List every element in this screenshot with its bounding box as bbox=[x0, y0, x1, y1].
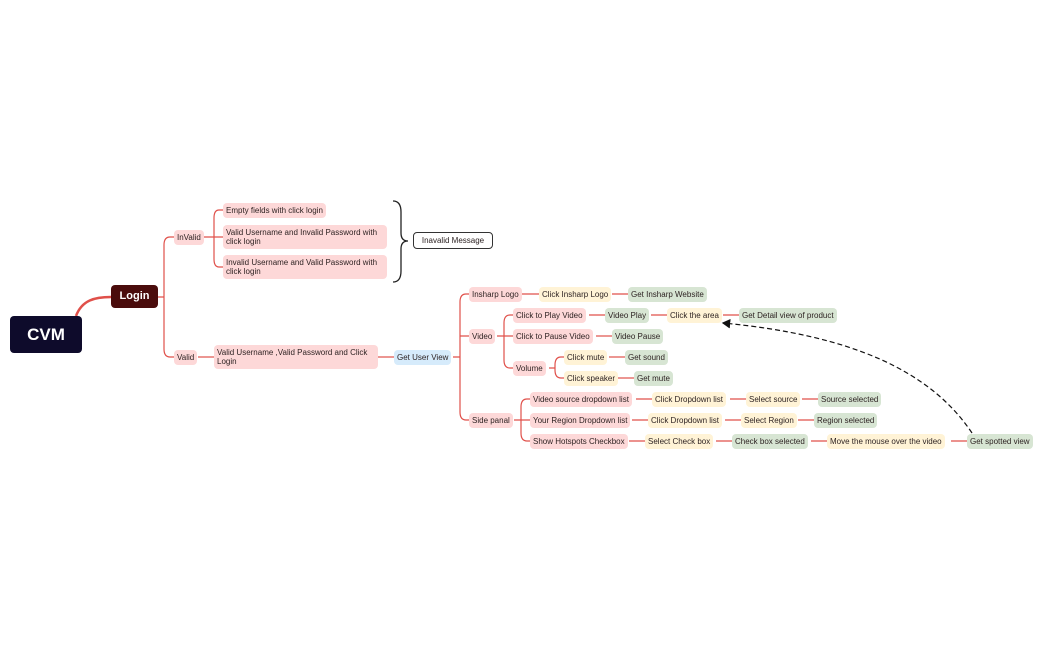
region-dropdown-node[interactable]: Your Region Dropdown list bbox=[530, 413, 631, 428]
video-play-node[interactable]: Video Play bbox=[605, 308, 650, 323]
link-root-login bbox=[74, 295, 112, 317]
link-login-branches bbox=[158, 236, 174, 358]
side-panel-node[interactable]: Side panal bbox=[469, 413, 513, 428]
checkbox-selected-node[interactable]: Check box selected bbox=[732, 434, 808, 449]
get-user-view-node[interactable]: Get User View bbox=[394, 350, 452, 365]
video-node[interactable]: Video bbox=[469, 329, 496, 344]
click-pause-node[interactable]: Click to Pause Video bbox=[513, 329, 593, 344]
invalid-case-password[interactable]: Valid Username and Invalid Password with… bbox=[223, 225, 387, 249]
link-userview-branches bbox=[453, 293, 469, 421]
insharp-logo-node[interactable]: Insharp Logo bbox=[469, 287, 522, 302]
region-click-dropdown-node[interactable]: Click Dropdown list bbox=[648, 413, 723, 428]
get-sound-node[interactable]: Get sound bbox=[625, 350, 668, 365]
volume-node[interactable]: Volume bbox=[513, 361, 546, 376]
select-region-node[interactable]: Select Region bbox=[741, 413, 797, 428]
valid-action-node[interactable]: Valid Username ,Valid Password and Click… bbox=[214, 345, 378, 369]
login-node[interactable]: Login bbox=[111, 285, 158, 308]
click-area-node[interactable]: Click the area bbox=[667, 308, 722, 323]
link-volume-branches bbox=[549, 356, 564, 379]
link-side-branches bbox=[514, 398, 530, 442]
get-spotted-view-node[interactable]: Get spotted view bbox=[967, 434, 1033, 449]
select-source-node[interactable]: Select source bbox=[746, 392, 801, 407]
click-insharp-logo-node[interactable]: Click Insharp Logo bbox=[539, 287, 612, 302]
source-dropdown-node[interactable]: Video source dropdown list bbox=[530, 392, 632, 407]
relationship-arrow bbox=[721, 318, 973, 434]
detail-view-node[interactable]: Get Detail view of product bbox=[739, 308, 837, 323]
click-speaker-node[interactable]: Click speaker bbox=[564, 371, 619, 386]
click-play-node[interactable]: Click to Play Video bbox=[513, 308, 586, 323]
select-checkbox-node[interactable]: Select Check box bbox=[645, 434, 714, 449]
move-mouse-node[interactable]: Move the mouse over the video bbox=[827, 434, 945, 449]
source-selected-node[interactable]: Source selected bbox=[818, 392, 882, 407]
invalid-message-node[interactable]: Inavalid Message bbox=[413, 232, 493, 249]
invalid-case-username[interactable]: Invalid Username and Valid Password with… bbox=[223, 255, 387, 279]
summary-bracket bbox=[392, 200, 409, 283]
link-video-branches bbox=[497, 314, 513, 369]
get-mute-node[interactable]: Get mute bbox=[634, 371, 673, 386]
source-click-dropdown-node[interactable]: Click Dropdown list bbox=[652, 392, 727, 407]
get-insharp-website-node[interactable]: Get Insharp Website bbox=[628, 287, 707, 302]
click-mute-node[interactable]: Click mute bbox=[564, 350, 608, 365]
invalid-case-empty[interactable]: Empty fields with click login bbox=[223, 203, 326, 218]
link-invalid-cases bbox=[203, 209, 223, 268]
root-node[interactable]: CVM bbox=[10, 316, 82, 353]
valid-node[interactable]: Valid bbox=[174, 350, 198, 365]
region-selected-node[interactable]: Region selected bbox=[814, 413, 878, 428]
invalid-node[interactable]: InValid bbox=[174, 230, 204, 245]
video-pause-node[interactable]: Video Pause bbox=[612, 329, 664, 344]
hotspots-checkbox-node[interactable]: Show Hotspots Checkbox bbox=[530, 434, 628, 449]
